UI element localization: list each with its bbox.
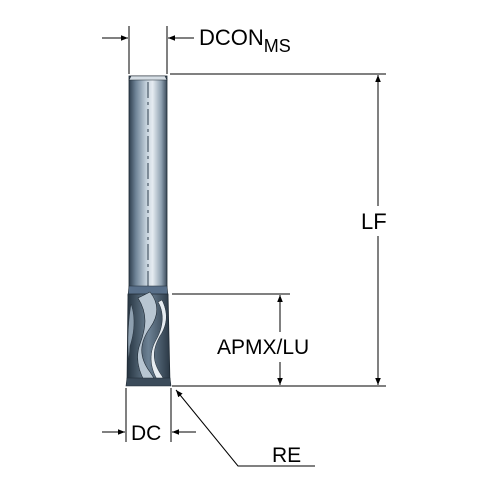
dc-label: DC <box>131 422 162 445</box>
dcon-ms-label: DCONMS <box>199 25 291 56</box>
end-mill-tool <box>125 75 172 387</box>
re-leader <box>175 389 315 467</box>
dcon-label-main: DCON <box>199 25 264 50</box>
tool-tip <box>125 377 172 387</box>
re-label: RE <box>272 444 302 467</box>
shank-chamfer <box>128 75 168 81</box>
flute-highlight-3 <box>127 303 135 361</box>
dimension-lines <box>102 26 386 467</box>
dcon-label-sub: MS <box>263 36 291 56</box>
lf-label: LF <box>361 209 387 234</box>
apmx-lu-label: APMX/LU <box>217 336 310 359</box>
